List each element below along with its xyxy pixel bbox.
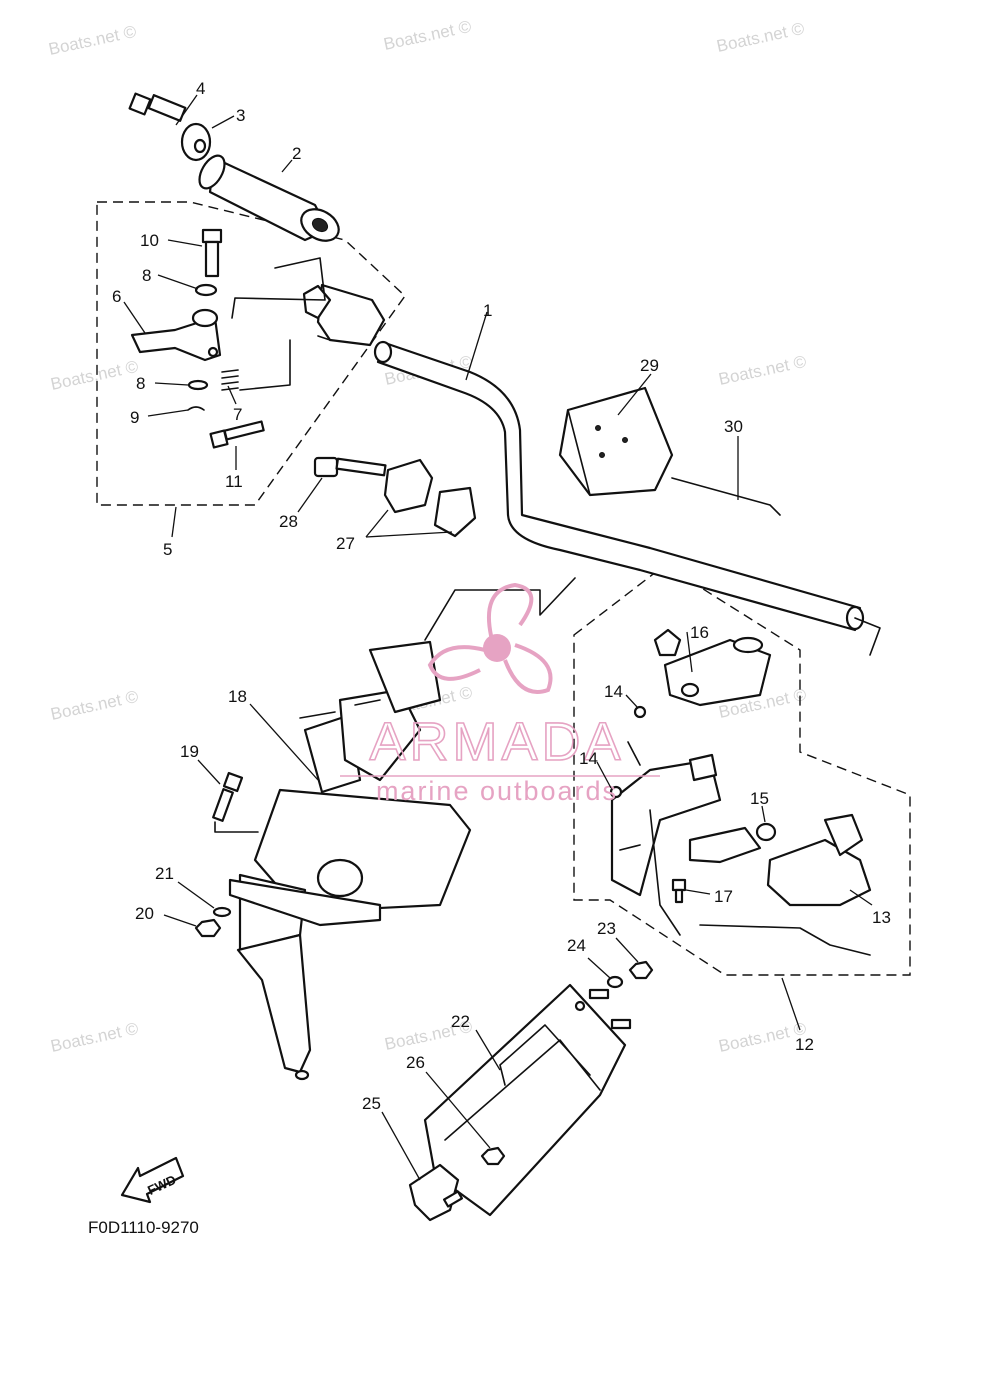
propeller-hub-icon	[483, 634, 511, 662]
handlebar	[373, 340, 881, 656]
callout-22: 22	[451, 1012, 470, 1031]
screw-14-lower	[609, 785, 623, 799]
forward-direction-arrow: FWD	[120, 1156, 185, 1204]
screw-17	[671, 878, 687, 904]
watermark: Boats.net ©	[715, 19, 807, 56]
callout-12: 12	[795, 1035, 814, 1054]
grommet-15	[755, 822, 777, 842]
callout-19: 19	[180, 742, 199, 761]
callout-23: 23	[597, 919, 616, 938]
washer-8-lower	[187, 379, 209, 391]
callout-11: 11	[225, 472, 243, 491]
callout-20: 20	[135, 904, 154, 923]
handlebar-holder-27	[383, 458, 477, 538]
callout-8a: 8	[142, 266, 151, 285]
assembly-12-boundary	[573, 564, 911, 976]
watermark: Boats.net ©	[382, 17, 474, 54]
nut-26	[480, 1146, 506, 1166]
callout-21: 21	[155, 864, 174, 883]
bolt-4	[128, 92, 187, 122]
brand-name: ARMADA	[369, 712, 624, 772]
bolt-24	[588, 988, 632, 1030]
callout-26: 26	[406, 1053, 425, 1072]
callout-4: 4	[196, 79, 205, 98]
strap-30	[671, 477, 781, 516]
callout-14b: 14	[579, 749, 598, 768]
leader-lines	[123, 94, 873, 1181]
callout-2: 2	[292, 144, 301, 163]
steering-column-18	[228, 640, 472, 1081]
bolt-19	[212, 771, 244, 822]
switch-bracket	[610, 741, 762, 936]
grip-2	[198, 154, 340, 242]
callout-30: 30	[724, 417, 743, 436]
callout-16: 16	[690, 623, 709, 642]
clip-25	[408, 1163, 464, 1222]
callout-28: 28	[279, 512, 298, 531]
callout-15: 15	[750, 789, 769, 808]
propeller-icon	[427, 582, 553, 694]
bolt-10	[201, 228, 223, 278]
watermark: Boats.net ©	[717, 352, 809, 389]
watermark: Boats.net ©	[49, 687, 141, 724]
nut-23	[628, 960, 654, 980]
assembly-guide	[231, 257, 326, 319]
callout-1: 1	[483, 301, 492, 320]
callout-6: 6	[112, 287, 121, 306]
clip-9	[187, 406, 205, 411]
callout-25: 25	[362, 1094, 381, 1113]
callout-labels: 1 2 3 4 5 6 7 8 8 9 10 11 12 13 14 14 15…	[112, 79, 891, 1113]
assembly-guide	[424, 577, 576, 641]
callout-14a: 14	[604, 682, 623, 701]
spring-7	[221, 369, 239, 391]
washer-21	[212, 906, 232, 918]
bolt-11	[209, 420, 265, 449]
callout-17: 17	[714, 887, 733, 906]
watermark: Boats.net ©	[49, 1019, 141, 1056]
throttle-housing	[302, 283, 386, 347]
callout-29: 29	[640, 356, 659, 375]
buzzer-13	[699, 813, 872, 956]
callout-7: 7	[233, 405, 242, 424]
assembly-guide	[239, 339, 291, 391]
watermark: Boats.net ©	[47, 22, 139, 59]
brand-tagline: marine outboards	[376, 776, 618, 806]
washer-23	[606, 975, 624, 989]
callout-8b: 8	[136, 374, 145, 393]
washer-8-upper	[194, 283, 218, 297]
callout-24: 24	[567, 936, 586, 955]
callout-9: 9	[130, 408, 139, 427]
handlebar-pad-29	[558, 386, 674, 497]
assembly-guide	[214, 821, 259, 833]
switch-housing-16	[653, 628, 772, 707]
armada-logo: ARMADA marine outboards	[340, 582, 660, 806]
callout-18: 18	[228, 687, 247, 706]
callout-5: 5	[163, 540, 172, 559]
watermark: Boats.net ©	[49, 357, 141, 394]
screw-14-upper	[633, 705, 647, 719]
figure-code: F0D1110-9270	[88, 1218, 199, 1237]
callout-13: 13	[872, 908, 891, 927]
bolt-28	[313, 456, 387, 478]
callout-10: 10	[140, 231, 159, 250]
callout-3: 3	[236, 106, 245, 125]
nut-20	[194, 918, 222, 938]
grip-end-weight-3	[180, 122, 212, 162]
callout-27: 27	[336, 534, 355, 553]
throttle-lever-6	[130, 308, 222, 362]
